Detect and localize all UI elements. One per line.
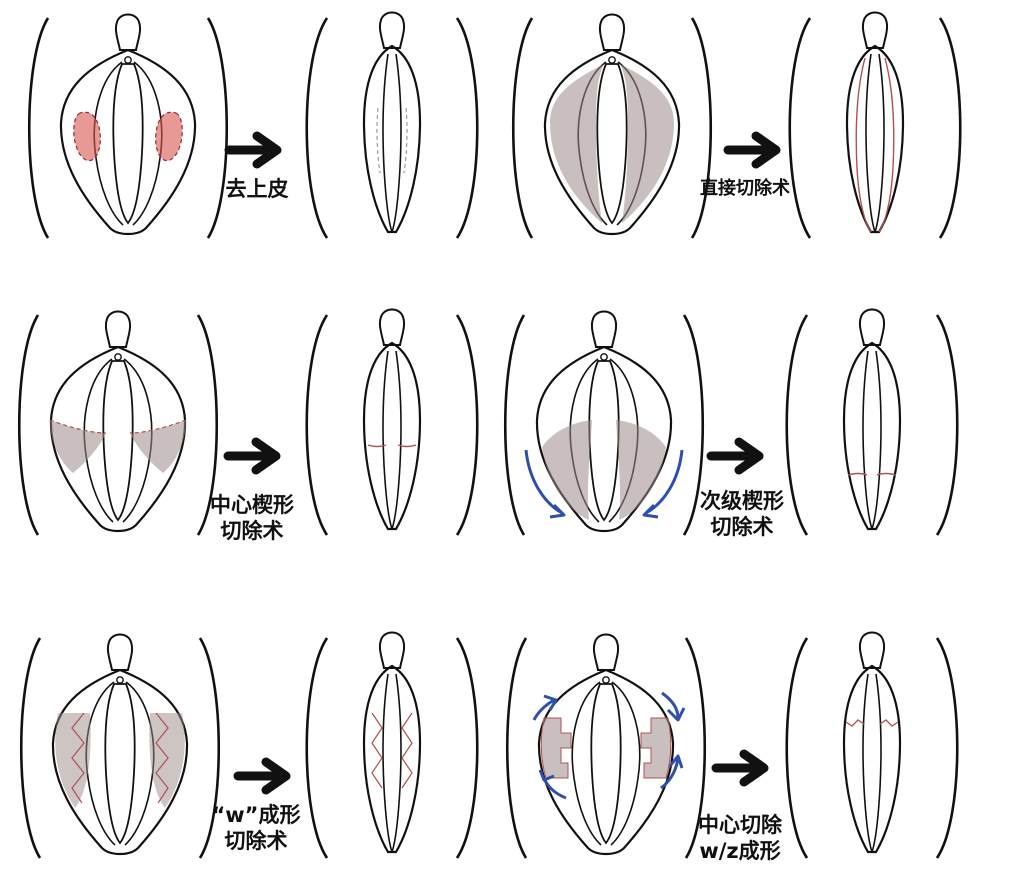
- panel6-label-line2: w/z成形: [680, 838, 800, 864]
- panel5-label-line2: 切除术: [200, 828, 312, 854]
- panel5-after-anatomy: [307, 633, 478, 859]
- panel5-arrow: [238, 762, 286, 790]
- panel4-label: 次级楔形 切除术: [686, 488, 798, 541]
- panel6-label-line1: 中心切除: [680, 812, 800, 838]
- panel6-before-anatomy: [507, 635, 705, 859]
- panel3-before-anatomy: [19, 312, 217, 536]
- panel2-after-anatomy: [790, 13, 961, 239]
- panel1-label: 去上皮: [222, 176, 292, 202]
- panel4-arrow: [711, 442, 759, 470]
- panel5-label: “w”成形 切除术: [200, 802, 312, 855]
- panel3-label: 中心楔形 切除术: [196, 492, 308, 545]
- panel1-label-line1: 去上皮: [222, 176, 292, 202]
- panel2-label: 直接切除术: [690, 178, 800, 201]
- panel5-label-line1: “w”成形: [200, 802, 312, 828]
- panel4-before-anatomy: [505, 312, 703, 536]
- panel4-after-anatomy: [787, 310, 958, 536]
- panel6-after-anatomy: [787, 633, 958, 859]
- panel3-label-line2: 切除术: [196, 518, 308, 544]
- panel4-label-line2: 切除术: [686, 514, 798, 540]
- panel3-label-line1: 中心楔形: [196, 492, 308, 518]
- panel2-label-line1: 直接切除术: [690, 178, 800, 201]
- panel4-label-line1: 次级楔形: [686, 488, 798, 514]
- panel3-after-anatomy: [307, 310, 478, 536]
- panel1-after-anatomy: [307, 13, 478, 239]
- panel1-arrow: [229, 136, 277, 164]
- panel6-arrow: [716, 754, 764, 782]
- panel5-before-anatomy: [21, 635, 219, 859]
- panel2-before-anatomy: [513, 15, 711, 239]
- panel1-before-anatomy: [29, 15, 227, 239]
- panel2-arrow: [728, 136, 776, 164]
- panel6-label: 中心切除 w/z成形: [680, 812, 800, 865]
- panel3-arrow: [228, 442, 276, 470]
